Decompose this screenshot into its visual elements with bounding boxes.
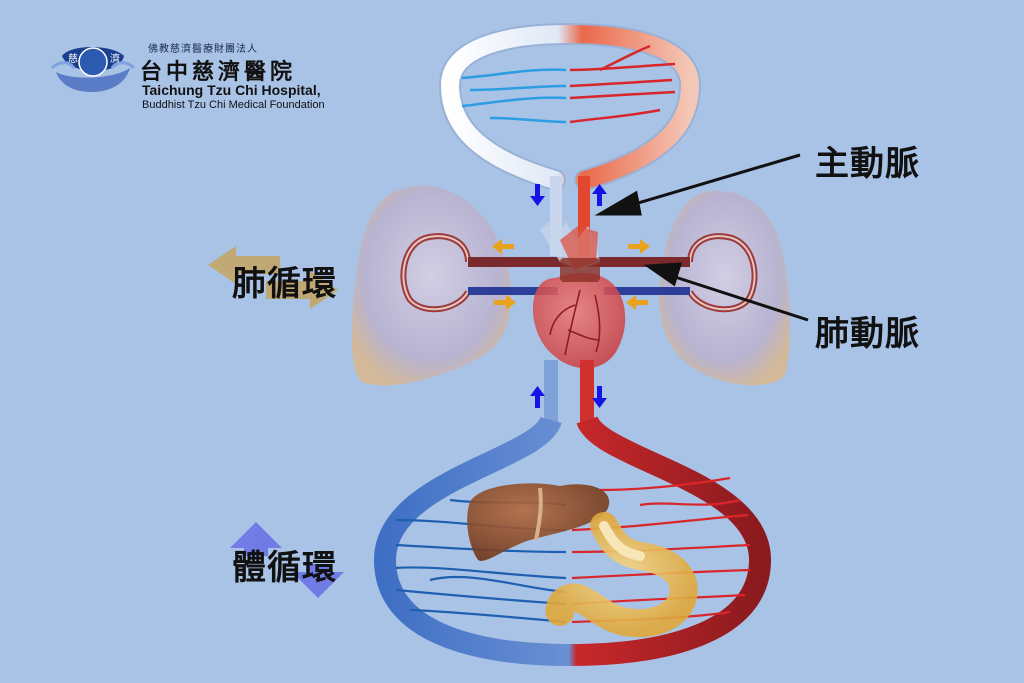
- label-pointers: [594, 153, 809, 322]
- pulmonary-artery-label: 肺動脈: [815, 314, 920, 354]
- liver: [467, 483, 610, 561]
- pulmonary-circulation-label: 肺循環: [232, 264, 337, 304]
- lower-body-loop: [373, 414, 772, 667]
- coronary-arteries: [549, 289, 601, 356]
- emblem-char-right: 濟: [110, 54, 120, 65]
- hospital-chinese-name: 台中慈濟醫院: [140, 59, 297, 85]
- heart: [532, 222, 626, 369]
- upper-capillaries: [461, 44, 676, 124]
- arrow-down-top-left: [530, 184, 545, 206]
- systemic-circulation-arrows: [230, 522, 344, 598]
- hospital-emblem: [50, 47, 136, 92]
- arrow-right-lower-left: [494, 295, 516, 310]
- arrow-left-upper-left: [492, 239, 514, 254]
- arrow-up-bottom-left: [530, 386, 545, 408]
- arrow-right-upper-right: [628, 239, 650, 254]
- emblem-char-left: 慈: [68, 54, 78, 65]
- right-lung: [658, 190, 790, 386]
- arrow-up-top-right: [592, 184, 607, 206]
- foundation-chinese: 佛教慈濟醫療財團法人: [148, 44, 258, 55]
- descending-vessels: [544, 360, 594, 430]
- systemic-circulation-label: 體循環: [232, 548, 337, 588]
- pulmonary-circulation-arrows: [208, 246, 338, 309]
- arrow-down-bottom-right: [592, 386, 607, 408]
- foundation-english-name: Buddhist Tzu Chi Medical Foundation: [142, 99, 325, 111]
- aorta-label: 主動脈: [815, 144, 920, 184]
- lung-arrows: [492, 239, 650, 310]
- hospital-english-name: Taichung Tzu Chi Hospital,: [142, 82, 321, 98]
- flow-arrows: [530, 184, 607, 408]
- stomach: [545, 512, 698, 638]
- left-lung: [351, 185, 512, 386]
- arrow-left-lower-right: [626, 295, 648, 310]
